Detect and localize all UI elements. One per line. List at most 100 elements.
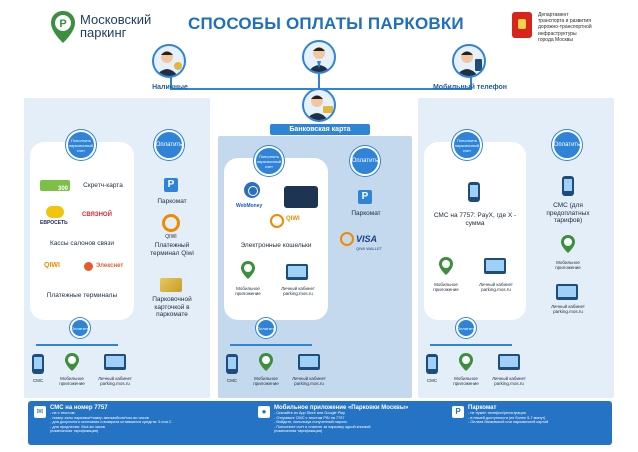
mobile-app-label: Мобильное приложение <box>433 282 459 292</box>
qiwi-logo: QIWI <box>44 262 60 269</box>
drop-left <box>170 72 172 90</box>
mobile-cabinet2-icon <box>498 354 520 370</box>
footer-sms-line: - на с текстом: <box>50 411 76 415</box>
brand-name: Московский паркинг <box>80 13 151 39</box>
mobile-pay-circle[interactable]: Оплатить <box>552 130 582 160</box>
cash-app-icon <box>65 353 79 371</box>
mobile-right-app-pin-icon <box>561 235 575 253</box>
top-connector <box>318 74 320 88</box>
tab-mobile: Мобильный телефон <box>432 84 508 91</box>
qiwi-terminal-label: Платежный терминал Qiwi <box>150 242 194 257</box>
cash-topup-circle[interactable]: Пополнить парковочный счет <box>66 130 96 160</box>
sms-payment-label: СМС на 7757: PayX, где X - сумма <box>433 212 517 227</box>
footer-sms-block: СМС на номер 7757 - на с текстом: - номе… <box>50 405 250 434</box>
footer-parkomat-title: Паркомат <box>468 405 497 411</box>
bank-sms-label: СМС <box>226 378 238 383</box>
wallets-label: Электронные кошельки <box>240 242 312 249</box>
qiwi-q-icon <box>162 214 180 232</box>
mobile-sms-icon <box>426 354 438 374</box>
visa-logo: VISA <box>356 234 378 244</box>
bank-cabinet-label: Личный кабинет parking.mos.ru <box>281 286 315 296</box>
mobile-pay-small-circle[interactable]: Оплатить <box>456 318 476 338</box>
dept-line: дорожно-транспортной <box>538 24 592 31</box>
cash-cabinet-label: Личный кабинет parking.mos.ru <box>98 376 132 386</box>
drop-right <box>470 72 472 90</box>
bank-wallet-card-icon <box>284 186 318 208</box>
mobile-cabinet-screen-icon <box>484 258 506 274</box>
qiwi-wallet-icon <box>340 232 354 246</box>
bank-app2-label: Мобильное приложение <box>253 376 279 386</box>
mobile-app-pin-icon <box>439 257 453 275</box>
bank-app-label: Мобильное приложение <box>235 286 261 296</box>
cash-person-avatar <box>152 44 186 78</box>
bank-topup-circle[interactable]: Пополнить парковочный счет <box>254 146 284 176</box>
cash-cabinet-icon <box>104 354 126 370</box>
footer-parkomat-line: - Оплата банковской или парковочной карт… <box>468 420 549 425</box>
bank-cabinet2-label: Личный кабинет parking.mos.ru <box>292 376 326 386</box>
bank-pay-small-circle[interactable]: Оплатить <box>256 318 276 338</box>
mobile-card <box>424 142 526 320</box>
dept-line: транспорта и развития <box>538 18 591 25</box>
moscow-parking-logo-icon: P <box>51 11 75 43</box>
eleksnet-logo: Элекснет <box>96 263 124 269</box>
mobile-topup-circle[interactable]: Пополнить парковочный счет <box>452 130 482 160</box>
department-name: Департамент транспорта и развития дорожн… <box>538 12 638 43</box>
cash-pay-circle[interactable]: Оплатить <box>154 130 184 160</box>
evroset-logo: ЕВРОСЕТЬ <box>40 220 68 226</box>
cash-parkomat-label: Паркомат <box>157 198 187 205</box>
qiwi-brand-small: QIWI <box>165 234 177 240</box>
cash-sms-icon <box>32 354 44 374</box>
footer-sms-title: СМС на номер 7757 <box>50 405 108 411</box>
cash-app-label: Мобильное приложение <box>59 376 85 386</box>
footer-app-line: - Скачайте из App Store или Google Play <box>274 411 345 415</box>
bank-parkomat-icon: P <box>358 190 372 204</box>
svg-text:P: P <box>59 18 66 30</box>
brand-line-2: паркинг <box>80 25 127 40</box>
bank-cabinet2-icon <box>298 354 320 370</box>
dept-line: инфраструктуры <box>538 30 577 37</box>
bank-app2-icon <box>259 353 273 371</box>
footer-parkomat-block: Паркомат - не нужен телефон/регистрация … <box>468 405 608 425</box>
footer-sms-line: - для досрочного окончания и возврата ос… <box>50 420 172 425</box>
parking-card-label: Парковочной карточкой в паркомате <box>152 296 192 318</box>
footer-app-block: Мобильное приложение «Парковки Москвы» -… <box>274 405 446 434</box>
cash-lower-bar <box>36 344 118 346</box>
footer-sms-line: - номер зоны парковки*номер автомобиля*к… <box>50 415 149 420</box>
sms-prepaid-label: СМС (для предоплатных тарифов) <box>546 202 590 224</box>
scratch-card-label: Скретч-карта <box>83 182 123 189</box>
bank-person-avatar <box>302 88 336 122</box>
moscow-crest-icon <box>512 12 532 38</box>
footer-app-line: - Войдите, используя полученный пароль <box>274 420 348 425</box>
footer-app-line: - Пополните счет и платите за парковку о… <box>274 424 371 429</box>
scratch-value: 300 <box>58 186 69 192</box>
eleksnet-icon <box>84 262 93 271</box>
mobile-app2-label: Мобильное приложение <box>453 376 479 386</box>
bank-pay-circle[interactable]: Оплатить <box>350 146 380 176</box>
footer-sms-icon: ✉ <box>34 406 46 418</box>
cash-card <box>30 142 134 320</box>
brand-line-1: Московский <box>80 12 152 27</box>
mobile-right-cabinet-icon <box>556 284 578 300</box>
webmoney-label: WebMoney <box>236 203 263 209</box>
mobile-right-cabinet-label: Личный кабинет parking.mos.ru <box>551 304 585 314</box>
svyaznoy-logo: СВЯЗНОЙ <box>82 212 112 218</box>
tab-cash: Наличные <box>152 84 188 91</box>
mobile-sms-label: СМС <box>426 378 438 383</box>
mobile-app2-icon <box>459 353 473 371</box>
mobile-cabinet-label: Личный кабинет parking.mos.ru <box>479 282 513 292</box>
mobile-lower-bar <box>430 344 512 346</box>
prepaid-phone-icon <box>562 176 574 196</box>
footer-sms-line: - для продления: Xkol-во часов <box>50 424 105 429</box>
bank-cabinet-screen-icon <box>286 264 308 280</box>
footer-sms-line: (помесячная тарификация) <box>50 429 99 434</box>
center-person-avatar <box>302 40 336 74</box>
scratch-card-icon <box>40 180 70 191</box>
dept-line: города Москвы <box>538 36 573 43</box>
webmoney-icon <box>244 182 260 198</box>
evroset-icon <box>46 206 64 218</box>
cash-pay-small-circle[interactable]: Оплатить <box>70 318 90 338</box>
qiwi-wallet-label: QIWI WALLET <box>356 246 383 251</box>
parkomat-icon: P <box>164 178 178 192</box>
footer-panel <box>28 401 612 445</box>
mobile-person-avatar <box>452 44 486 78</box>
